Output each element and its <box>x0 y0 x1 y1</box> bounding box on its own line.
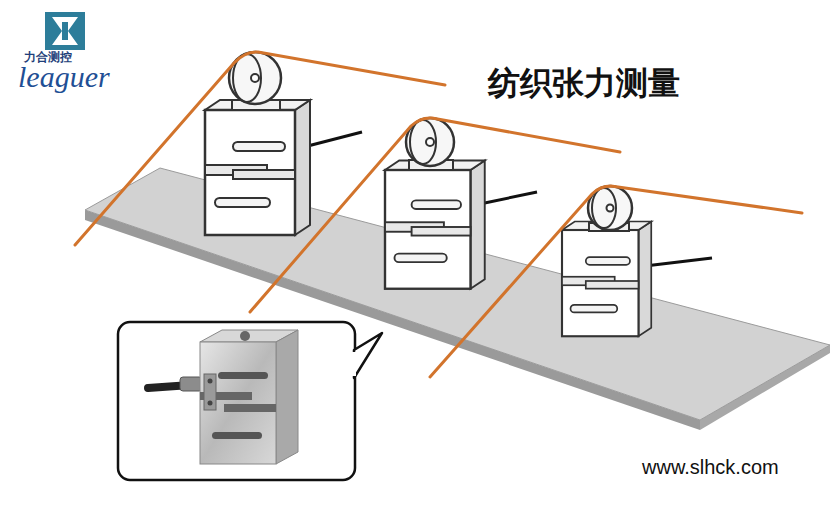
s-load-cell <box>385 161 485 289</box>
logo-icon <box>45 12 85 50</box>
s-load-cell <box>562 222 651 337</box>
s-load-cell <box>205 100 310 235</box>
logo-wordmark: leaguer <box>18 60 110 93</box>
website-url: www.slhck.com <box>642 456 779 478</box>
diagram-title: 纺织张力测量 <box>488 66 680 101</box>
inset-callout <box>118 322 382 480</box>
